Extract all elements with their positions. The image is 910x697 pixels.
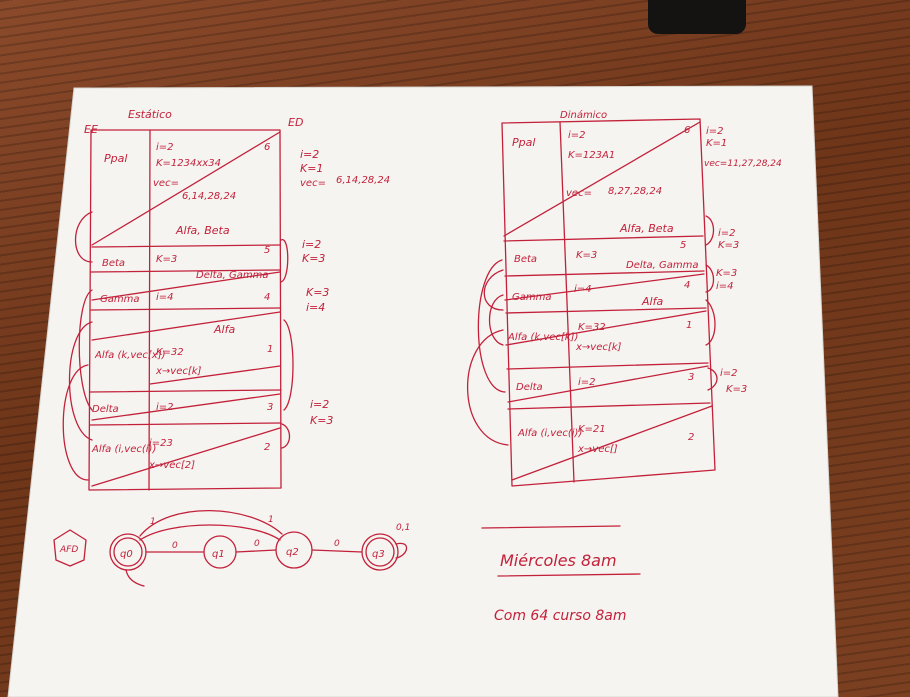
left-frame-num: 2 xyxy=(264,442,270,453)
right-ppal-var: vec= xyxy=(566,188,592,199)
right-alfa-var: x→vec[k] xyxy=(575,342,622,353)
state-q0: q0 xyxy=(120,549,133,560)
paper-sheet xyxy=(8,86,838,697)
right-frame-num: 1 xyxy=(686,320,692,331)
right-row-delta: Delta xyxy=(516,382,543,393)
left-frame-num: 5 xyxy=(264,245,270,256)
left-alfa2-var: x→vec[2] xyxy=(148,460,195,471)
left-table-grid xyxy=(62,129,294,491)
right-row-gamma: Gamma xyxy=(512,292,552,303)
left-row-delta: Delta xyxy=(92,404,119,415)
automaton-label: AFD xyxy=(59,545,78,555)
right-ppal-var: i=2 xyxy=(568,130,586,141)
edge-label: 0,1 xyxy=(396,523,410,533)
left-side-note: i=2 xyxy=(300,148,319,161)
edge-label: 0 xyxy=(254,539,260,549)
left-ppal-var: vec= xyxy=(153,178,179,189)
right-alfa-var: K=32 xyxy=(578,322,606,333)
left-side-note: vec= xyxy=(300,178,326,189)
right-side-note: i=2 xyxy=(706,126,724,137)
black-object xyxy=(648,0,746,34)
left-frame-num: 6 xyxy=(264,142,270,153)
left-side-note: K=3 xyxy=(306,286,329,299)
right-note: Alfa, Beta xyxy=(619,222,674,235)
underline xyxy=(497,573,641,577)
left-side-note: K=3 xyxy=(310,414,333,427)
right-beta-var: K=3 xyxy=(576,250,597,261)
left-row-beta: Beta xyxy=(102,258,125,269)
left-alfa2-var: i=23 xyxy=(149,438,173,449)
left-ppal-var: K=1234xx34 xyxy=(156,158,221,169)
note-course: Com 64 curso 8am xyxy=(494,608,626,624)
right-side-note: K=1 xyxy=(706,138,727,149)
state-q2: q2 xyxy=(286,547,299,558)
left-side-note: K=1 xyxy=(300,162,323,175)
left-ppal-var: i=2 xyxy=(156,142,174,153)
automaton-diagram xyxy=(53,509,408,587)
right-side-note: i=2 xyxy=(718,228,736,239)
note-day: Miércoles 8am xyxy=(500,551,617,570)
edge-label: 1 xyxy=(150,517,156,527)
edge-label: 1 xyxy=(268,515,274,525)
right-row-alfa: Alfa (k,vec[k]) xyxy=(507,332,578,343)
right-frame-num: 4 xyxy=(684,280,690,291)
left-frame-num: 3 xyxy=(267,402,273,413)
right-side-note: K=3 xyxy=(716,268,737,279)
right-side-note: i=2 xyxy=(720,368,738,379)
right-alfa2-var: K=21 xyxy=(578,424,606,435)
right-note: Delta, Gamma xyxy=(626,260,699,271)
right-row-ppal: Ppal xyxy=(512,136,535,149)
left-frame-num: 1 xyxy=(267,344,273,355)
left-ppal-var: 6,14,28,24 xyxy=(182,191,236,202)
edge-label: 0 xyxy=(334,539,340,549)
left-side-note: K=3 xyxy=(302,252,325,265)
left-side-note: 6,14,28,24 xyxy=(336,175,390,186)
right-table-grid xyxy=(467,118,718,487)
right-frame-num: 3 xyxy=(688,372,694,383)
right-side-note: i=4 xyxy=(716,281,734,292)
left-alfa-var: x→vec[k] xyxy=(155,366,202,377)
state-q1: q1 xyxy=(212,549,225,560)
left-note: Alfa xyxy=(213,323,235,336)
right-frame-num: 2 xyxy=(688,432,694,443)
right-frame-num: 5 xyxy=(680,240,686,251)
underline xyxy=(481,525,621,529)
right-side-note: vec=11,27,28,24 xyxy=(704,159,782,169)
left-side-note: i=4 xyxy=(306,301,325,314)
left-alfa-var: K=32 xyxy=(156,347,184,358)
left-note: Delta, Gamma xyxy=(196,270,269,281)
left-side-note: i=2 xyxy=(310,398,329,411)
right-note: Alfa xyxy=(641,295,663,308)
ed-label: ED xyxy=(288,116,303,129)
left-side-note: i=2 xyxy=(302,238,321,251)
right-row-beta: Beta xyxy=(514,254,537,265)
right-side-note: K=3 xyxy=(718,240,739,251)
left-frame-num: 4 xyxy=(264,292,270,303)
right-row-alfa2: Alfa (i,vec(i)) xyxy=(517,428,582,439)
right-ppal-var: K=123A1 xyxy=(568,150,615,161)
right-title: Dinámico xyxy=(560,109,607,121)
left-gamma-var: i=4 xyxy=(156,292,174,303)
right-gamma-var: i=4 xyxy=(574,284,592,295)
left-beta-var: K=3 xyxy=(156,254,177,265)
left-title: Estático xyxy=(128,108,172,121)
right-delta-var: i=2 xyxy=(578,377,596,388)
left-row-alfa2: Alfa (i,vec(i)) xyxy=(91,444,156,455)
edge-label: 0 xyxy=(172,541,178,551)
right-side-note: K=3 xyxy=(726,384,747,395)
left-row-alfa: Alfa (k,vec[x]) xyxy=(94,350,166,361)
state-q3: q3 xyxy=(372,549,385,560)
left-row-ppal: Ppal xyxy=(104,152,127,165)
left-delta-var: i=2 xyxy=(156,402,174,413)
right-alfa2-var: x→vec[] xyxy=(577,444,618,455)
left-row-gamma: Gamma xyxy=(100,294,140,305)
left-note: Alfa, Beta xyxy=(175,224,230,237)
right-ppal-var: 8,27,28,24 xyxy=(608,186,662,197)
right-frame-num: 6 xyxy=(684,125,690,136)
